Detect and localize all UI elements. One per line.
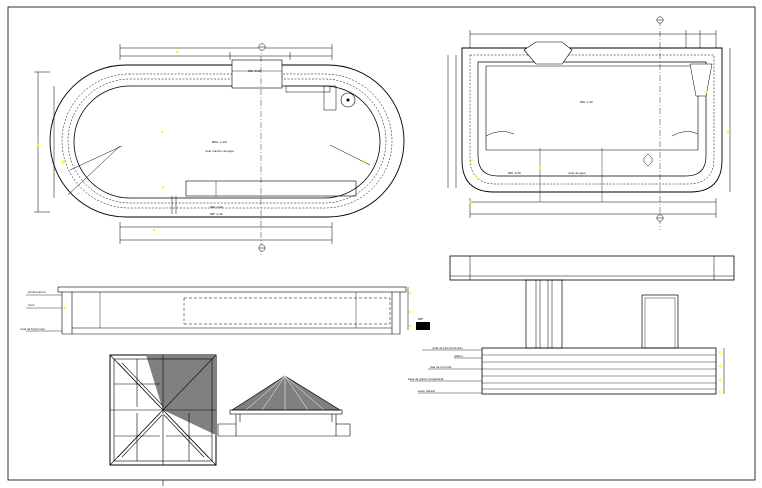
rect-pool-plan [447, 16, 731, 230]
elevation-label-1: nivel de piso terminado [432, 346, 463, 350]
elevation-label-3: losa de concreto [430, 365, 452, 369]
pavilion-elevation [410, 255, 735, 395]
rect-plan-highlights [468, 90, 730, 204]
section-label-left-top: borde piscina [28, 290, 46, 294]
oval-plan-highlights [36, 50, 366, 232]
section-label-left-mid: muro [28, 304, 35, 307]
elevation-label-4: base de grava compactada [408, 377, 444, 381]
elevation-highlights [718, 350, 722, 394]
pyramid-roof-plan [109, 354, 217, 466]
oval-label-shallow: NPA -0.40 [210, 205, 223, 209]
section-highlights [63, 291, 412, 328]
sheet-border [7, 6, 756, 481]
section-label-right: NPF [418, 317, 424, 321]
elevation-label-5: suelo natural [418, 389, 435, 393]
section-hatch-mark [416, 322, 430, 330]
longitudinal-section [26, 286, 409, 335]
rect-label-bottom: NPA -0.40 [508, 171, 521, 175]
section-label-left-bot: nivel de fondo losa [20, 327, 45, 331]
oval-label-main: NPA -1.40 [212, 140, 227, 144]
pyramid-roof-elevation [217, 375, 351, 437]
oval-label-shallow2: NPF -1.40 [210, 212, 223, 216]
oval-label-sub: nivel maximo de agua [205, 149, 234, 153]
oval-pool-plan [34, 43, 405, 255]
oval-label-top: NPA -0.40 [248, 69, 261, 73]
rect-label-center: NPA -1.40 [580, 100, 593, 104]
elevation-label-2: relleno [454, 354, 463, 358]
rect-label-bottom2: nivel de agua [568, 171, 586, 175]
